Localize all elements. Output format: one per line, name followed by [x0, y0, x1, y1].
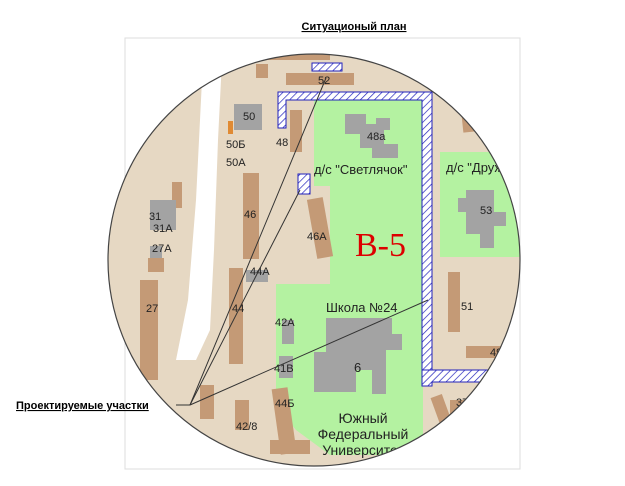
house-number: 51 — [461, 301, 473, 313]
house-number: 42/8 — [236, 421, 257, 433]
zone-label: В-5 — [355, 227, 406, 264]
road-strip — [176, 60, 222, 360]
kindergarten-2-label: д/с "Дружба" — [446, 160, 523, 175]
house-number: 57 — [462, 91, 474, 103]
house-number: 50А — [226, 157, 246, 169]
house-number: 42А — [275, 317, 295, 329]
plan-title: Ситуационый план — [302, 21, 407, 33]
house-number: 47 — [551, 281, 563, 293]
house-number: 31 — [149, 211, 161, 223]
map-circle-content: 52 57 50 48 48а 50Б 50А 31 31А 27А 46 46… — [108, 54, 563, 466]
house-number: 44 — [232, 303, 244, 315]
house-number: 30 — [432, 438, 444, 450]
house-number: 27А — [152, 243, 172, 255]
house-number: 6 — [354, 360, 361, 375]
university-label-line2: Федеральный — [318, 426, 409, 442]
leader-lines — [176, 77, 429, 406]
marker-orange — [228, 121, 233, 134]
house-number: 50 — [243, 111, 255, 123]
house-number: 48а — [367, 131, 386, 143]
house-number: 44А — [250, 266, 270, 278]
house-number: 27 — [146, 303, 158, 315]
residential-buildings — [140, 54, 520, 455]
legend-projected-sites: Проектируемые участки — [16, 400, 149, 412]
kindergarten-1-label: д/с "Светлячок" — [314, 162, 408, 177]
public-buildings — [150, 104, 506, 394]
house-number: 44Б — [275, 398, 294, 410]
house-number: 52 — [318, 75, 330, 87]
house-number: 46 — [244, 209, 256, 221]
house-number: 47А — [528, 299, 548, 311]
university-label-line3: Университет — [322, 442, 404, 458]
plan-circle-boundary — [107, 53, 521, 467]
house-number: 41В — [274, 363, 294, 375]
house-number: 48 — [276, 137, 288, 149]
green-area-zone — [330, 186, 423, 290]
university-label-line1: Южный — [338, 410, 387, 426]
house-number: 46А — [307, 231, 327, 243]
house-number: 31А — [153, 223, 173, 235]
house-number: 50Б — [226, 139, 245, 151]
house-number: 53 — [480, 205, 492, 217]
school-label: Школа №24 — [326, 300, 398, 315]
